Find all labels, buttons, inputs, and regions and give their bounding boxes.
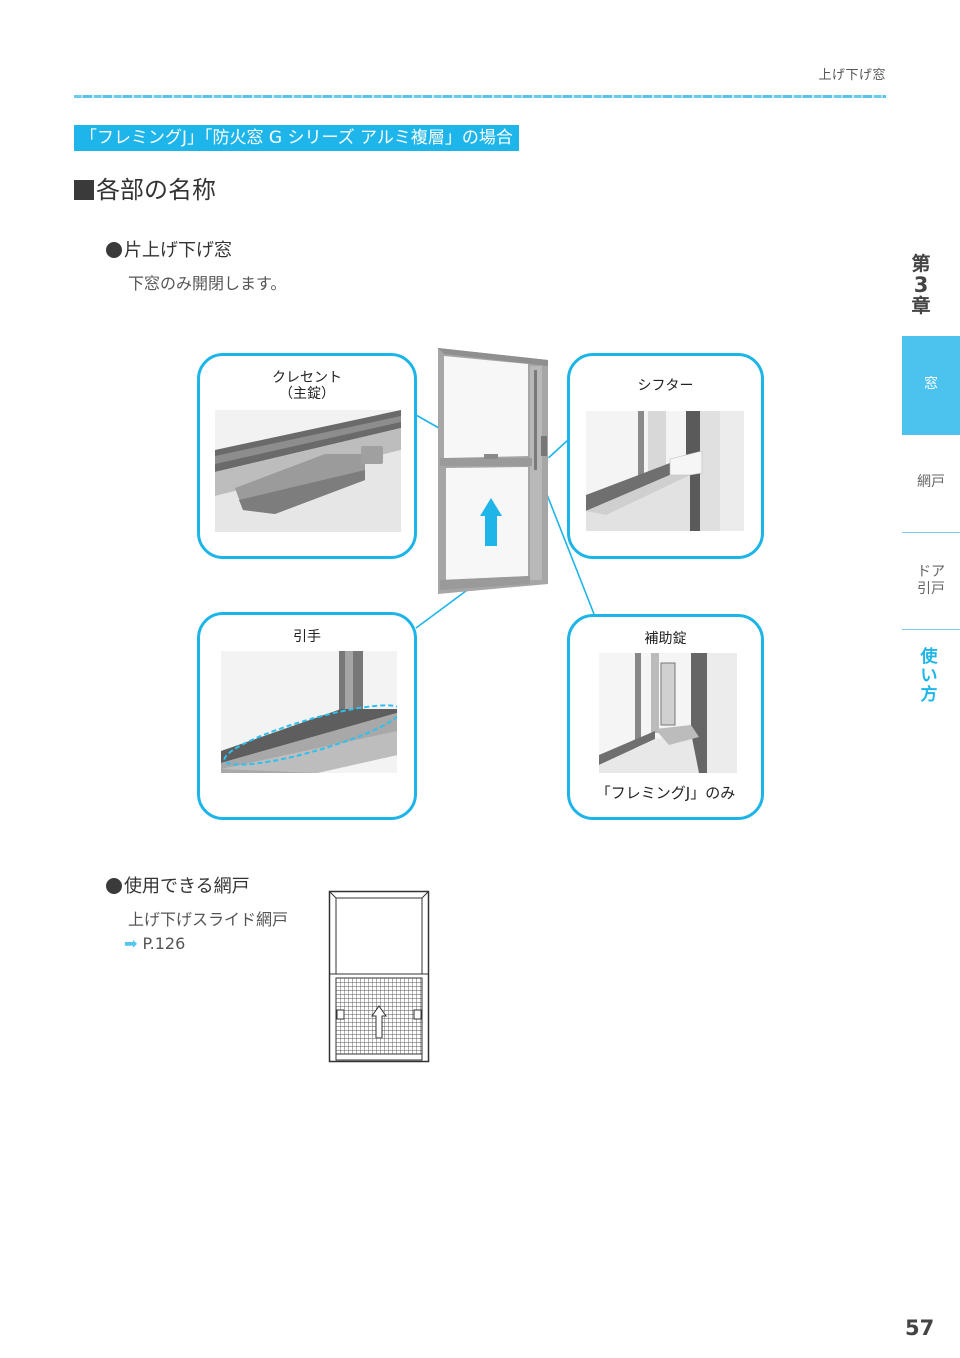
sidebar-tab-label: 引戸 (917, 581, 945, 597)
sidebar-divider (902, 532, 960, 533)
sidebar-tab-label: 窓 (924, 376, 938, 392)
callout-auxiliary-lock: 補助錠 「フレミングJ」のみ (567, 614, 764, 820)
pull-handle-photo (221, 651, 397, 773)
sidebar-tab-label: 使 (920, 647, 938, 667)
page-number: 57 (905, 1316, 935, 1340)
crescent-lock-photo (215, 410, 401, 532)
chapter-sidebar: 第 3 章 窓 網戸 ドア 引戸 使 い 方 (902, 0, 960, 1358)
window-illustration (438, 348, 548, 594)
section-title: 各部の名称 (74, 170, 216, 205)
screen-name: 上げ下げスライド網戸 (128, 910, 289, 929)
sidebar-tab-screen[interactable]: 網戸 (902, 474, 960, 491)
arrow-up-icon (480, 498, 502, 546)
screen-page-link[interactable]: ➡ P.126 (124, 932, 185, 956)
callout-label: 引手 (293, 629, 321, 645)
callout-pull-handle: 引手 (197, 612, 417, 820)
screen-section-title-text: 使用できる網戸 (124, 876, 250, 897)
screen-section-title: 使用できる網戸 (106, 872, 250, 898)
chapter-number: 3 (913, 273, 929, 297)
sidebar-tab-door[interactable]: ドア 引戸 (902, 564, 960, 598)
page-ref: P.126 (142, 934, 186, 953)
arrow-up-icon (371, 1005, 387, 1039)
callout-note: 「フレミングJ」のみ (595, 784, 736, 802)
callout-shifter: シフター (567, 353, 764, 559)
callout-label: クレセント (272, 370, 342, 386)
callout-label: 補助錠 (644, 631, 687, 647)
chapter-label-line: 第 (911, 253, 931, 275)
window-type-title-text: 片上げ下げ窓 (124, 240, 232, 261)
sidebar-tab-label: 方 (920, 685, 938, 705)
auxiliary-lock-photo (599, 653, 737, 773)
sidebar-tab-label: 網戸 (917, 474, 945, 490)
section-title-text: 各部の名称 (96, 176, 216, 204)
window-type-description: 下窓のみ開閉します。 (128, 274, 287, 293)
callout-crescent-lock: クレセント （主錠） (197, 353, 417, 559)
square-bullet-icon (74, 180, 94, 200)
arrow-right-icon: ➡ (124, 934, 138, 953)
sidebar-tab-window[interactable]: 窓 (902, 336, 960, 435)
circle-bullet-icon (106, 878, 122, 894)
variant-tag: 「フレミングJ」「防火窓 G シリーズ アルミ複層」の場合 (74, 125, 519, 151)
window-type-title: 片上げ下げ窓 (106, 236, 232, 262)
callout-sublabel: （主錠） (279, 386, 335, 402)
shifter-photo (586, 411, 744, 531)
sidebar-tab-label: い (920, 666, 938, 686)
sidebar-tab-usage[interactable]: 使 い 方 (900, 648, 958, 705)
running-header: 上げ下げ窓 (818, 68, 886, 83)
sidebar-tab-label: ドア (917, 564, 945, 580)
callout-label: シフター (637, 378, 694, 394)
header-rule (74, 95, 886, 98)
chapter-label: 第 3 章 (902, 254, 940, 317)
sidebar-divider (902, 629, 960, 630)
chapter-label-line: 章 (911, 295, 931, 317)
sliding-screen-illustration (328, 890, 430, 1063)
circle-bullet-icon (106, 242, 122, 258)
